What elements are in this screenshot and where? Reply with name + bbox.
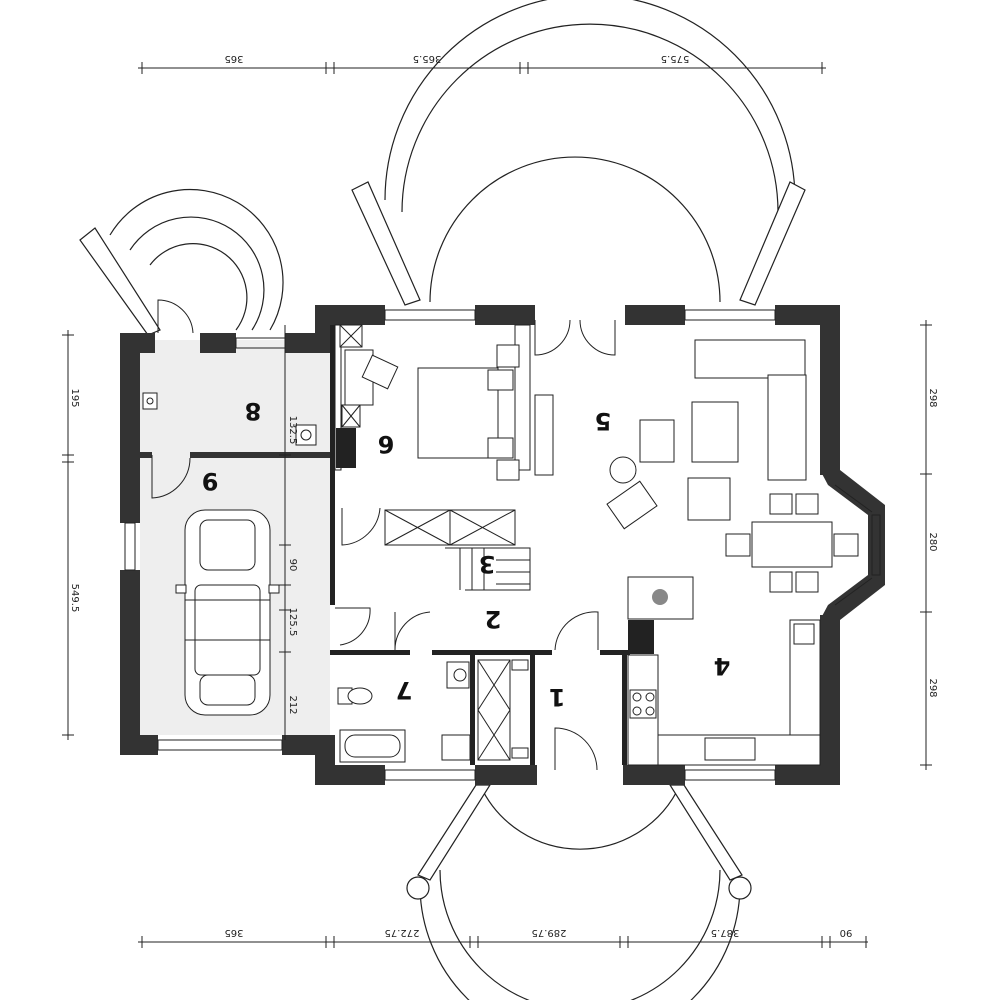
- hall-wardrobe: [477, 659, 529, 761]
- exterior-walls: [120, 305, 885, 785]
- dim-interior-4: 212: [287, 695, 298, 714]
- kitchen-furniture: [627, 619, 821, 766]
- living-furniture: [606, 339, 859, 620]
- room-number-3: 3: [479, 550, 496, 578]
- room-number-4: 4: [714, 652, 731, 680]
- room-number-1: 1: [549, 683, 566, 711]
- car-icon: [175, 509, 280, 716]
- windows: [124, 309, 881, 781]
- dimension-lines: [62, 62, 932, 948]
- dim-top-1: 365: [224, 53, 243, 64]
- room-number-7: 7: [396, 676, 413, 704]
- room-number-5: 5: [595, 407, 612, 435]
- garage-items: [142, 392, 317, 446]
- dim-top-3: 575.5: [661, 53, 690, 64]
- dim-bottom-3: 289.75: [532, 927, 567, 938]
- dim-bottom-2: 272.75: [385, 927, 420, 938]
- dim-interior-1: 132.5: [287, 416, 298, 445]
- terrace-arcs: [79, 0, 806, 1000]
- dim-bottom-5: 90: [840, 927, 853, 938]
- dim-left-2: 549.5: [69, 584, 80, 613]
- dim-bottom-1: 365: [224, 927, 243, 938]
- room-number-6: 6: [378, 430, 395, 458]
- dim-interior-3: 90: [287, 559, 298, 572]
- doors: [151, 299, 616, 771]
- room-number-2: 2: [485, 605, 502, 633]
- dim-interior-2: 125.5: [287, 608, 298, 637]
- room-number-9: 9: [202, 467, 219, 495]
- room-number-8: 8: [245, 397, 262, 425]
- bedroom-furniture: [339, 324, 554, 546]
- interior-walls: [140, 324, 654, 765]
- staircase: [445, 547, 531, 591]
- bathroom-furniture: [337, 661, 471, 763]
- dim-right-2: 280: [927, 532, 938, 551]
- dim-right-3: 298: [927, 678, 938, 697]
- dim-top-2: 365.5: [413, 53, 442, 64]
- dim-left-1: 195: [69, 388, 80, 407]
- dim-bottom-4: 387.5: [711, 927, 740, 938]
- dim-right-1: 298: [927, 388, 938, 407]
